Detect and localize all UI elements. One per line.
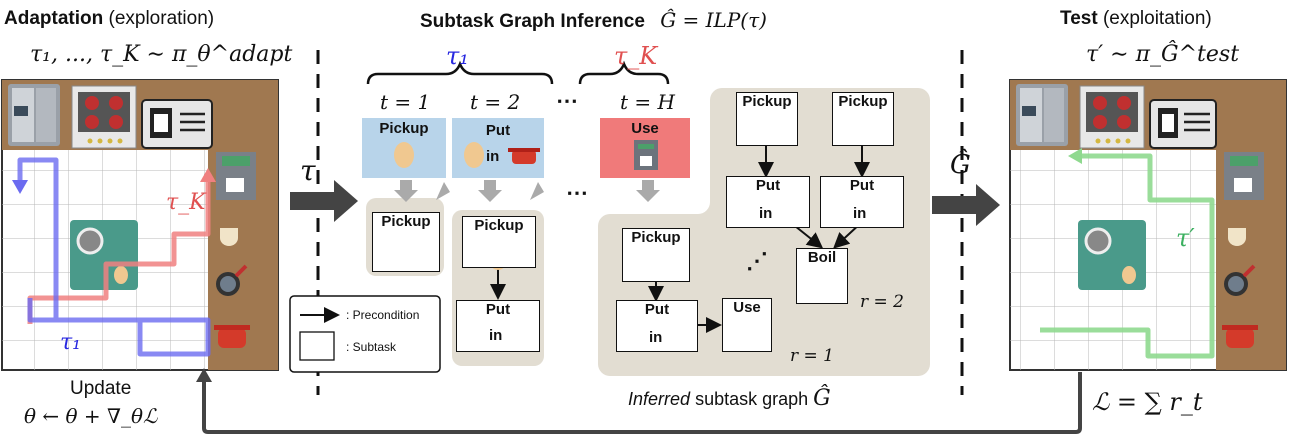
node-pickup-egg-b: Pickup: [462, 216, 536, 268]
node-pickup-egg-top: Pickup: [736, 92, 798, 146]
sink-icon: [141, 99, 213, 149]
adaptation-header: Adaptation (exploration): [4, 8, 214, 30]
step2-action: Put: [485, 122, 511, 139]
adaptation-subtitle: (exploration): [108, 8, 215, 29]
plate-icon: [1084, 227, 1112, 255]
test-title: Test: [1060, 8, 1098, 29]
fridge-icon: [1016, 84, 1068, 146]
arrow-tau-to-inference: [290, 180, 358, 222]
test-subtitle: (exploitation): [1102, 8, 1212, 29]
coffee-machine-icon: [634, 140, 658, 170]
legend-subtask: : Subtask: [346, 340, 397, 354]
node-use-coffee: Use: [722, 298, 772, 352]
cup-icon: [220, 228, 238, 246]
ellipsis-middle: ⋯: [566, 180, 588, 205]
tauK-label: τ_K: [614, 42, 658, 70]
test-header: Test (exploitation): [1060, 8, 1212, 30]
node-put-cup: Put in: [616, 300, 698, 352]
sink-icon: [1149, 99, 1217, 149]
pan-icon: [1224, 264, 1256, 296]
trajectory-gray-arrows: [394, 180, 660, 202]
coffee-machine-icon: [1224, 152, 1264, 200]
egg-icon: [394, 142, 414, 168]
adaptation-title: Adaptation: [4, 8, 104, 29]
plate-icon: [76, 227, 104, 255]
reward-sum: ℒ = ∑ r_t: [1092, 388, 1203, 416]
stove-icon: [1079, 85, 1145, 149]
inferred-caption: Inferred subtask graph Ĝ: [628, 386, 831, 411]
ghat-arrow-label: Ĝ: [950, 150, 971, 180]
pot-icon: [1222, 325, 1258, 348]
pot-icon: [508, 148, 540, 164]
test-policy-formula: τ′ ∼ π_Ĝ^test: [1086, 42, 1240, 67]
reward-r2: r = 2: [860, 292, 904, 312]
node-put-pot-stove: Put in: [820, 176, 904, 228]
node-put-egg-b: Put in: [456, 300, 540, 352]
step2-in: in: [486, 148, 500, 165]
time-t2: t = 2: [470, 90, 521, 114]
egg-icon: [1122, 266, 1136, 284]
adapt-policy-formula: τ₁, ..., τ_K ∼ π_θ^adapt: [30, 42, 293, 67]
tau-prime-label: τ′: [1176, 224, 1195, 252]
egg-icon: [464, 142, 484, 168]
tau1-grid-label: τ₁: [60, 330, 81, 355]
stepH-action: Use: [631, 120, 659, 137]
update-formula: θ ← θ + ∇_θℒ: [24, 404, 158, 428]
feedback-arrow: [202, 372, 1082, 434]
fridge-icon: [8, 84, 60, 146]
pan-icon: [216, 264, 248, 296]
inference-title: Subtask Graph Inference: [420, 11, 645, 32]
node-pickup-egg-a: Pickup: [372, 212, 440, 272]
time-tH: t = H: [620, 90, 675, 114]
arrow-graph-to-test: [932, 184, 1000, 226]
reward-r1: r = 1: [790, 346, 834, 366]
brace-tauk: [578, 60, 670, 85]
coffee-machine-icon: [216, 152, 256, 200]
left-gridworld: [1, 79, 279, 371]
table-icon: [1078, 220, 1146, 290]
legend-precondition: : Precondition: [346, 308, 420, 322]
step1-action: Pickup: [379, 120, 429, 137]
tauK-grid-label: τ_K: [166, 190, 206, 215]
ellipsis-top: ⋯: [556, 88, 578, 113]
brace-tau1: [366, 60, 554, 85]
trajectory-tau-k: [27, 180, 211, 324]
node-pickup-pot-top: Pickup: [832, 92, 894, 146]
stove-icon: [71, 85, 137, 149]
node-boil: Boil: [796, 248, 848, 304]
node-put-egg-pot: Put in: [726, 176, 810, 228]
inference-header: Subtask Graph Inference Ĝ = ILP(τ): [420, 8, 767, 33]
right-gridworld: [1009, 79, 1287, 371]
graph-ellipsis: ⋰: [746, 248, 768, 273]
inference-formula: Ĝ = ILP(τ): [660, 8, 767, 32]
egg-icon: [114, 266, 128, 284]
node-pickup-cup: Pickup: [622, 228, 690, 282]
pot-icon: [214, 325, 250, 348]
update-label: Update: [70, 378, 132, 399]
time-t1: t = 1: [380, 90, 431, 114]
tau-arrow-label: τ: [300, 154, 316, 187]
cup-icon: [1228, 228, 1246, 246]
trajectory-tau-1: [17, 157, 211, 357]
tau1-label: τ₁: [446, 42, 469, 70]
trajectory-tau-prime: [1040, 153, 1215, 359]
